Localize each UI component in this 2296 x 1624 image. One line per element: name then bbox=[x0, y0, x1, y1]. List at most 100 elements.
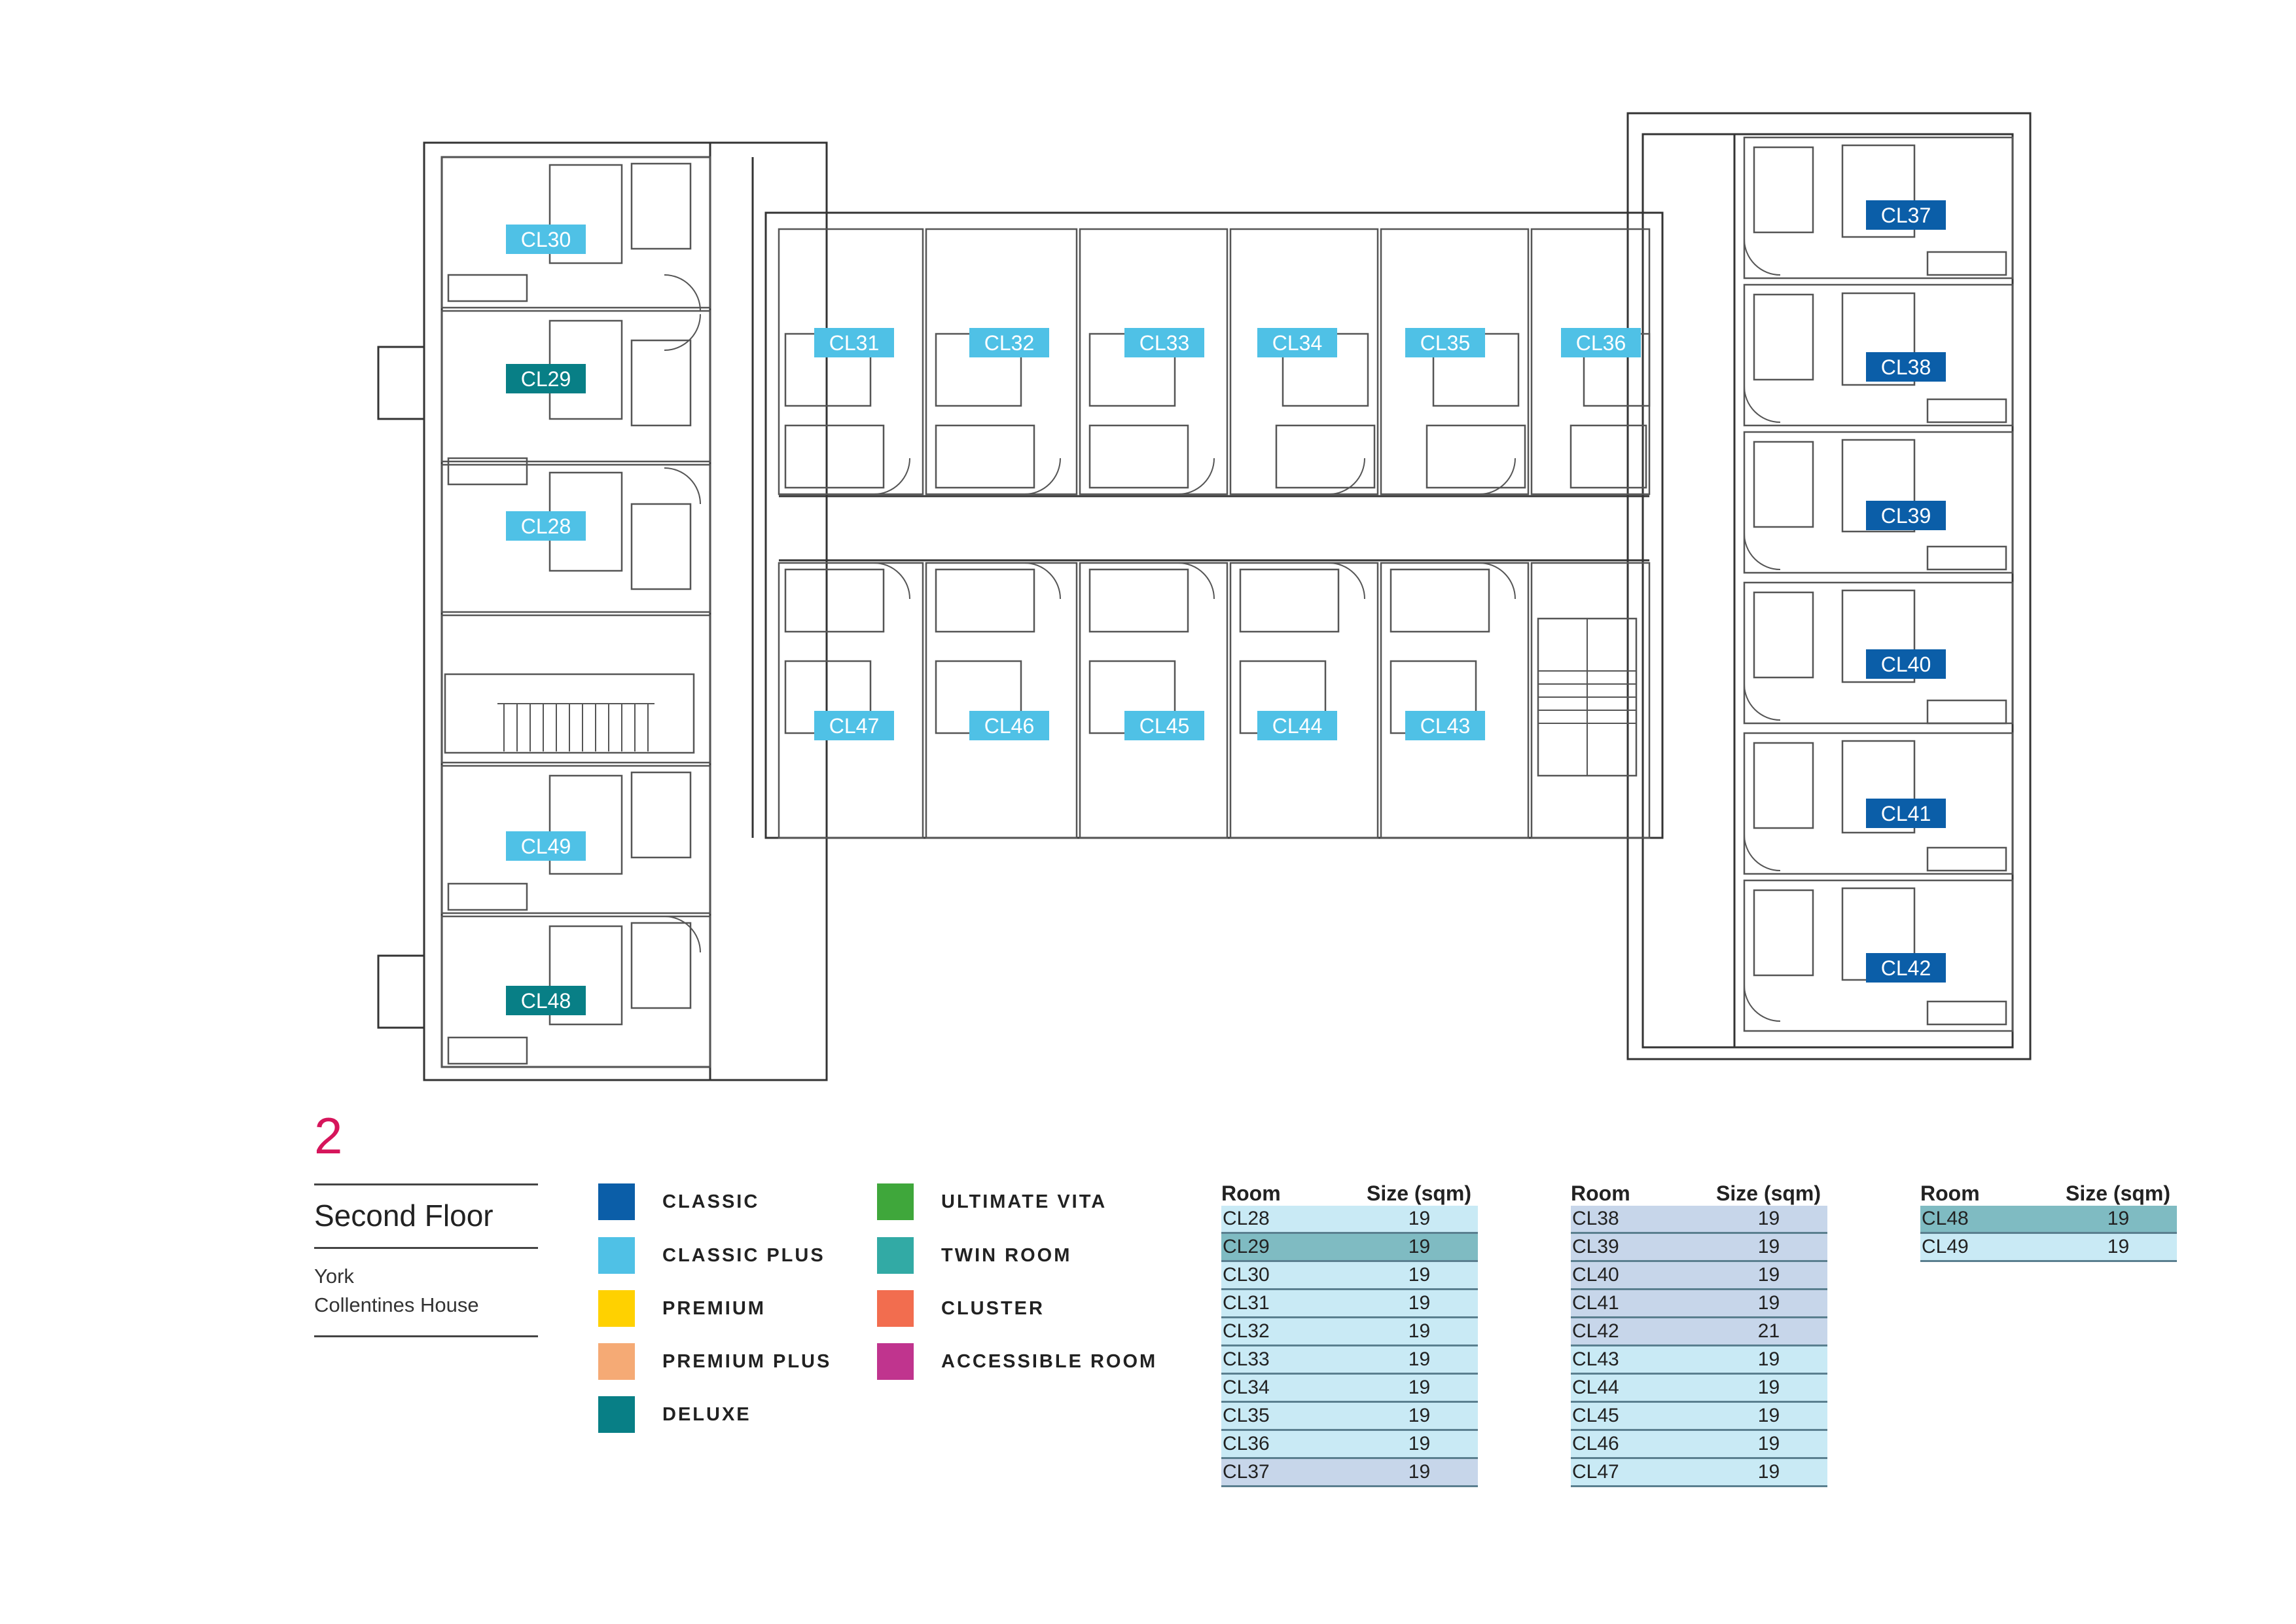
cell-size: 19 bbox=[2107, 1208, 2130, 1229]
room-label-CL29: CL29 bbox=[521, 367, 571, 391]
cell-size: 19 bbox=[1408, 1348, 1431, 1370]
building-name-line2: Collentines House bbox=[314, 1293, 479, 1316]
cell-size: 19 bbox=[1757, 1433, 1780, 1454]
header-size: Size (sqm) bbox=[1366, 1182, 1472, 1205]
cell-room: CL33 bbox=[1223, 1348, 1270, 1370]
table-row: CL35 19 bbox=[1221, 1403, 1478, 1431]
legend-swatch bbox=[877, 1290, 914, 1327]
table-header: Room Size (sqm) bbox=[1221, 1178, 1478, 1206]
cell-size: 19 bbox=[1757, 1461, 1780, 1483]
room-label-CL28: CL28 bbox=[521, 514, 571, 538]
room-tag-CL37 bbox=[1866, 200, 1946, 230]
header-room: Room bbox=[1571, 1182, 1630, 1205]
legend-item-twin-room: TWIN ROOM bbox=[877, 1237, 1071, 1274]
legend-label: TWIN ROOM bbox=[941, 1244, 1072, 1266]
cell-size: 19 bbox=[1408, 1433, 1431, 1454]
cell-room: CL47 bbox=[1572, 1461, 1619, 1483]
cell-room: CL29 bbox=[1223, 1236, 1270, 1257]
legend-item-classic: CLASSIC bbox=[598, 1183, 759, 1220]
room-label-CL39: CL39 bbox=[1881, 504, 1931, 528]
legend-label: PREMIUM PLUS bbox=[662, 1350, 832, 1372]
legend-swatch bbox=[877, 1343, 914, 1380]
cell-size: 19 bbox=[1408, 1461, 1431, 1483]
room-label-CL42: CL42 bbox=[1881, 956, 1931, 980]
legend-item-classic-plus: CLASSIC PLUS bbox=[598, 1237, 825, 1274]
legend-item-premium-plus: PREMIUM PLUS bbox=[598, 1343, 831, 1380]
legend-label: ULTIMATE VITA bbox=[941, 1191, 1107, 1212]
divider-mid bbox=[314, 1247, 538, 1249]
cell-room: CL49 bbox=[1922, 1236, 1969, 1257]
cell-size: 19 bbox=[1757, 1405, 1780, 1426]
room-size-table-1: Room Size (sqm) CL28 19 CL29 19 CL30 19 CL3… bbox=[1221, 1178, 1478, 1487]
cell-room: CL39 bbox=[1572, 1236, 1619, 1257]
cell-size: 19 bbox=[1408, 1264, 1431, 1286]
cell-size: 21 bbox=[1757, 1320, 1780, 1342]
cell-size: 19 bbox=[1757, 1377, 1780, 1398]
room-label-CL33: CL33 bbox=[1139, 331, 1190, 355]
table-header: Room Size (sqm) bbox=[1571, 1178, 1827, 1206]
legend-label: CLASSIC bbox=[662, 1191, 760, 1212]
balcony-left-lower bbox=[377, 954, 425, 1029]
cell-room: CL42 bbox=[1572, 1320, 1619, 1342]
left-wing-outline bbox=[423, 141, 828, 1081]
room-tag-CL34 bbox=[1257, 328, 1337, 357]
room-tag-CL36 bbox=[1561, 328, 1641, 357]
room-tag-CL35 bbox=[1405, 328, 1485, 357]
cell-size: 19 bbox=[1757, 1236, 1780, 1257]
building-name-line1: York bbox=[314, 1265, 354, 1288]
right-wing-outline bbox=[1626, 112, 2032, 1060]
legend-item-deluxe: DELUXE bbox=[598, 1396, 751, 1433]
room-label-CL30: CL30 bbox=[521, 228, 571, 251]
floor-plan: CL30 CL29 CL28 CL49 CL48 CL31 CL32 CL33 … bbox=[377, 112, 2032, 1081]
room-tag-CL31 bbox=[814, 328, 894, 357]
table-row: CL42 21 bbox=[1571, 1318, 1827, 1346]
cell-room: CL48 bbox=[1922, 1208, 1969, 1229]
cell-room: CL35 bbox=[1223, 1405, 1270, 1426]
cell-size: 19 bbox=[1408, 1405, 1431, 1426]
room-tag-CL38 bbox=[1866, 352, 1946, 382]
cell-room: CL34 bbox=[1223, 1377, 1270, 1398]
table-row: CL44 19 bbox=[1571, 1375, 1827, 1403]
room-tag-CL47 bbox=[814, 711, 894, 740]
cell-room: CL43 bbox=[1572, 1348, 1619, 1370]
cell-size: 19 bbox=[1408, 1208, 1431, 1229]
table-row: CL48 19 bbox=[1920, 1206, 2177, 1234]
legend-item-ultimate-vita: ULTIMATE VITA bbox=[877, 1183, 1107, 1220]
cell-room: CL32 bbox=[1223, 1320, 1270, 1342]
table-row: CL47 19 bbox=[1571, 1459, 1827, 1487]
cell-room: CL44 bbox=[1572, 1377, 1619, 1398]
header-room: Room bbox=[1920, 1182, 1980, 1205]
room-label-CL36: CL36 bbox=[1576, 331, 1626, 355]
cell-room: CL30 bbox=[1223, 1264, 1270, 1286]
legend-swatch bbox=[598, 1183, 635, 1220]
room-tag-CL45 bbox=[1124, 711, 1204, 740]
cell-room: CL38 bbox=[1572, 1208, 1619, 1229]
room-tag-CL30 bbox=[506, 225, 586, 254]
divider-top bbox=[314, 1183, 538, 1185]
legend-label: DELUXE bbox=[662, 1403, 751, 1425]
legend-swatch bbox=[877, 1183, 914, 1220]
legend-label: CLASSIC PLUS bbox=[662, 1244, 825, 1266]
legend-swatch bbox=[598, 1343, 635, 1380]
room-label-CL41: CL41 bbox=[1881, 802, 1931, 825]
cell-size: 19 bbox=[1757, 1208, 1780, 1229]
legend-item-premium: PREMIUM bbox=[598, 1290, 766, 1327]
room-label-CL40: CL40 bbox=[1881, 653, 1931, 676]
cell-room: CL28 bbox=[1223, 1208, 1270, 1229]
room-tag-CL46 bbox=[969, 711, 1049, 740]
room-label-CL32: CL32 bbox=[984, 331, 1035, 355]
cell-size: 19 bbox=[1408, 1292, 1431, 1314]
room-tag-CL49 bbox=[506, 831, 586, 861]
cell-size: 19 bbox=[1757, 1348, 1780, 1370]
room-label-CL38: CL38 bbox=[1881, 355, 1931, 379]
floor-name: Second Floor bbox=[314, 1199, 493, 1233]
room-label-CL35: CL35 bbox=[1420, 331, 1471, 355]
room-tag-CL42 bbox=[1866, 953, 1946, 983]
table-row: CL33 19 bbox=[1221, 1346, 1478, 1375]
